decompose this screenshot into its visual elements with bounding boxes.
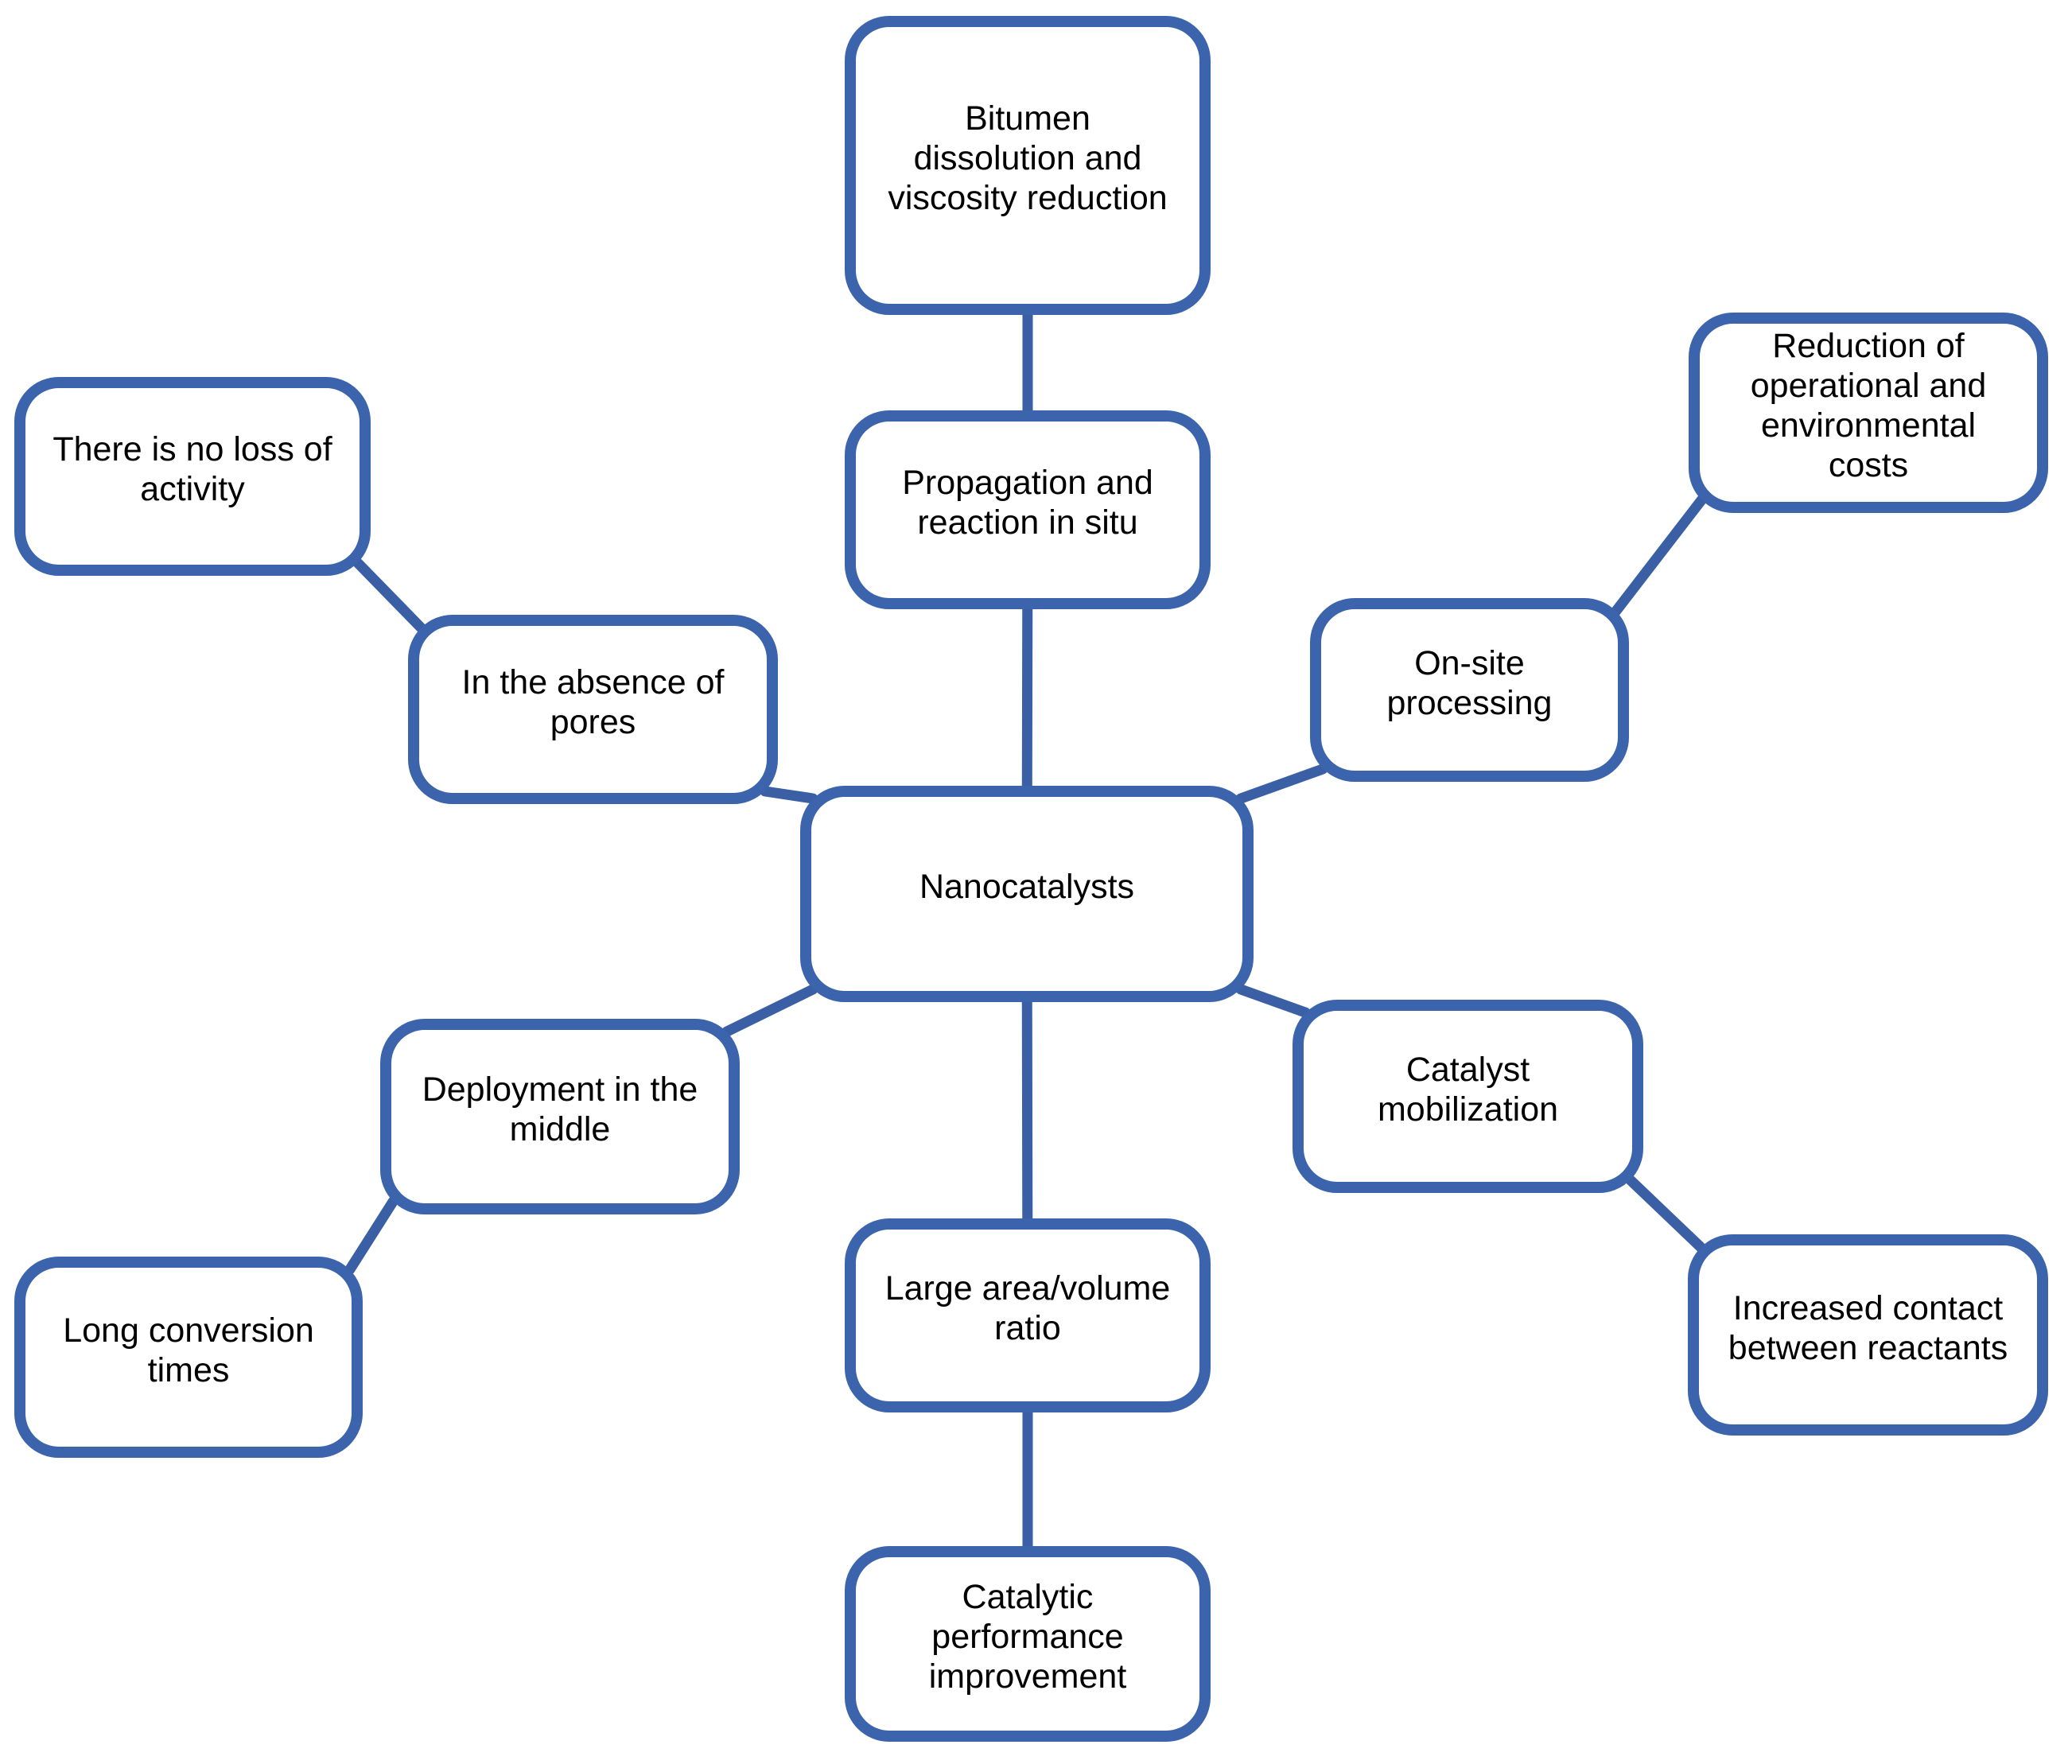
connector-deployment-conversion	[344, 1196, 398, 1275]
node-contact: Increased contact between reactants	[1688, 1234, 2048, 1436]
node-mobilization: Catalyst mobilization	[1293, 1000, 1643, 1193]
connector-onsite-nano	[1235, 763, 1328, 804]
connector-noloss-pores	[352, 558, 426, 633]
node-label: Long conversion times	[63, 1311, 314, 1389]
node-reduction: Reduction of operational and environment…	[1689, 313, 2048, 513]
node-nano: Nanocatalysts	[800, 786, 1254, 1002]
node-label: Increased contact between reactants	[1728, 1288, 2008, 1367]
node-deployment: Deployment in the middle	[380, 1019, 740, 1214]
node-onsite: On-site processing	[1310, 598, 1629, 782]
node-label: Propagation and reaction in situ	[902, 464, 1153, 542]
node-label: Nanocatalysts	[919, 868, 1135, 907]
node-label: On-site processing	[1386, 643, 1553, 722]
node-label: Deployment in the middle	[422, 1070, 698, 1148]
node-label: Bitumen dissolution and viscosity reduct…	[888, 99, 1168, 217]
node-pores: In the absence of pores	[408, 615, 778, 804]
node-label: There is no loss of activity	[52, 430, 332, 508]
connector-nano-deployment	[721, 984, 818, 1037]
node-noloss: There is no loss of activity	[14, 377, 371, 576]
node-bitumen: Bitumen dissolution and viscosity reduct…	[845, 16, 1211, 315]
connector-mobilization-contact	[1625, 1175, 1706, 1253]
connector-nano-mobilization	[1235, 984, 1311, 1018]
node-conversion: Long conversion times	[14, 1257, 363, 1458]
node-label: Catalytic performance improvement	[928, 1578, 1127, 1696]
node-ratio: Large area/volume ratio	[845, 1218, 1211, 1412]
node-label: Catalyst mobilization	[1377, 1050, 1559, 1129]
node-label: Large area/volume ratio	[884, 1269, 1171, 1347]
node-label: Reduction of operational and environment…	[1750, 327, 1987, 484]
connector-pores-nano	[760, 786, 818, 804]
node-label: In the absence of pores	[461, 663, 725, 741]
node-propagation: Propagation and reaction in situ	[845, 410, 1211, 609]
node-performance: Catalytic performance improvement	[845, 1546, 1211, 1742]
connector-reduction-onsite	[1611, 495, 1707, 616]
